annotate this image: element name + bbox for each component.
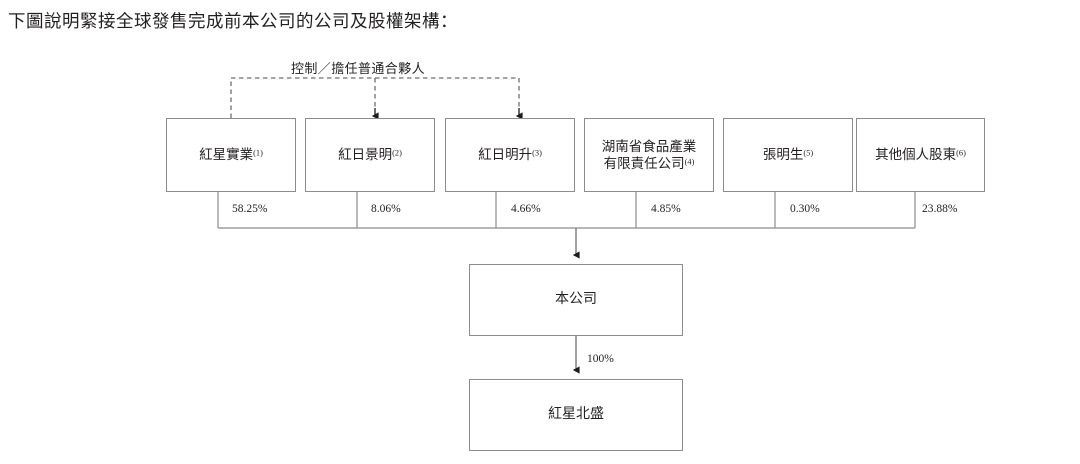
shareholder-label: 紅日景明(2) — [338, 147, 402, 163]
control-connector — [230, 77, 520, 118]
company-label: 本公司 — [555, 292, 597, 308]
control-note-label: 控制／擔任普通合夥人 — [291, 61, 426, 76]
shareholder-box-1[interactable]: 紅星實業(1) — [166, 118, 296, 192]
subsidiary-box[interactable]: 紅星北盛 — [469, 379, 683, 451]
shareholder-label: 紅日明升(3) — [478, 147, 542, 163]
subsidiary-label: 紅星北盛 — [548, 407, 604, 423]
shareholder-box-6[interactable]: 其他個人股東(6) — [856, 118, 985, 192]
shareholder-label: 張明生(5) — [762, 147, 814, 163]
shareholder-box-4[interactable]: 湖南省食品產業有限責任公司(4) — [584, 118, 714, 192]
shareholder-label: 湖南省食品產業有限責任公司(4) — [601, 138, 697, 171]
company-box[interactable]: 本公司 — [469, 264, 683, 336]
ownership-percentage-label: 100% — [587, 353, 614, 365]
percentage-label-6: 23.88% — [922, 203, 958, 215]
shareholder-box-5[interactable]: 張明生(5) — [723, 118, 853, 192]
shareholder-box-2[interactable]: 紅日景明(2) — [305, 118, 435, 192]
percentage-label-3: 4.66% — [511, 203, 541, 215]
percentage-label-1: 58.25% — [232, 203, 268, 215]
shareholder-box-3[interactable]: 紅日明升(3) — [445, 118, 575, 192]
percentage-label-2: 8.06% — [371, 203, 401, 215]
shareholder-label: 紅星實業(1) — [199, 147, 263, 163]
percentage-label-4: 4.85% — [651, 203, 681, 215]
percentage-label-5: 0.30% — [790, 203, 820, 215]
page-title: 下圖說明緊接全球發售完成前本公司的公司及股權架構： — [8, 11, 458, 31]
shareholder-label: 其他個人股東(6) — [875, 147, 966, 163]
